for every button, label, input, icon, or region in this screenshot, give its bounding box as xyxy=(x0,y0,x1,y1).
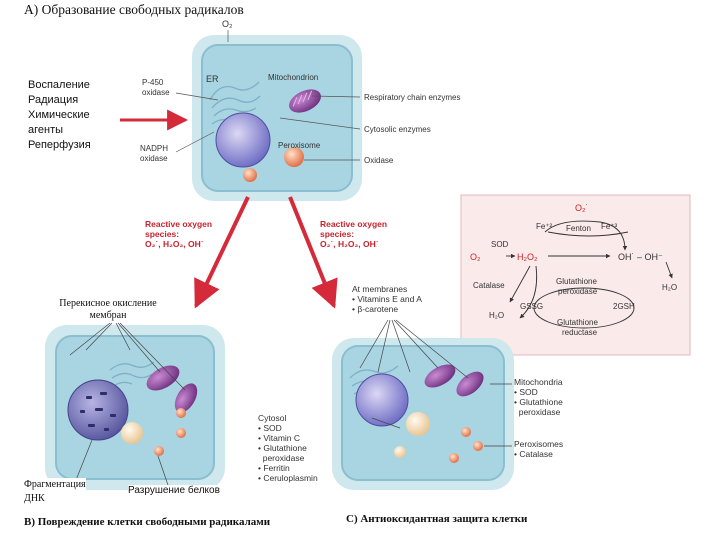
protected-mito-1 xyxy=(424,364,456,388)
ros-arrow-left xyxy=(194,196,250,309)
perox-item: • Catalase xyxy=(514,449,553,459)
rx-o2-radical: O₂˙ xyxy=(575,203,589,213)
mito-item: • Glutathione xyxy=(514,397,563,407)
cytosol-item: • Vitamin C xyxy=(258,433,301,443)
cytosol-item: • Ferritin xyxy=(258,463,290,473)
dna-line-1: Фрагментация xyxy=(24,479,86,490)
rx-catalase: Catalase xyxy=(473,281,505,290)
rx-h2o-left: H₂O xyxy=(489,311,505,320)
label-mitochondrion: Mitochondrion xyxy=(268,73,319,82)
top-cell xyxy=(201,44,353,192)
ros-arrow-right xyxy=(288,196,338,309)
membranes-carotene: • β-carotene xyxy=(352,304,399,314)
damaged-vesicle-1 xyxy=(121,422,143,444)
damaged-vesicle-4 xyxy=(154,446,164,456)
rx-oh: OH˙ – OH⁻ xyxy=(618,252,663,262)
heading-c: С) Антиоксидантная защита клетки xyxy=(346,513,528,525)
label-oxidase: Oxidase xyxy=(364,156,394,165)
label-er: ER xyxy=(206,74,219,84)
ros-right-species: O₂˙, H₂O₂, OH˙ xyxy=(320,239,379,249)
damaged-vesicle-2 xyxy=(176,408,186,418)
label-dna-fragmentation: Фрагментация ДНК xyxy=(24,478,86,506)
protected-mito-2 xyxy=(456,371,484,397)
label-at-membranes: At membranes • Vitamins E and A • β-caro… xyxy=(352,284,422,314)
ros-right-species-label: species: xyxy=(320,229,355,239)
rx-sod: SOD xyxy=(491,240,509,249)
mito-item: peroxidase xyxy=(514,407,561,417)
cause-reperfusion: Реперфузия xyxy=(28,139,91,151)
label-p450: P-450 xyxy=(142,78,164,87)
cause-inflammation: Воспаление xyxy=(28,79,90,91)
dna-line-2: ДНК xyxy=(24,493,45,504)
protected-vesicle-4 xyxy=(473,441,483,451)
rx-fe2: Fe⁺² xyxy=(536,222,553,231)
lipid-line-2: мембран xyxy=(89,310,127,321)
label-mitochondria: Mitochondria • SOD • Glutathione peroxid… xyxy=(514,377,563,417)
protect-callouts xyxy=(359,319,512,447)
ros-left-species-label: species: xyxy=(145,229,180,239)
protected-nucleus xyxy=(355,373,409,427)
causes-list: Воспаление Радиация Химические агенты Ре… xyxy=(24,74,120,178)
mito-item: • SOD xyxy=(514,387,538,397)
damaged-mito-2 xyxy=(174,383,198,413)
label-p450-oxidase: oxidase xyxy=(142,88,170,97)
heading-b: В) Повреждение клетки свободными радикал… xyxy=(24,516,271,528)
ros-left-label: Reactive oxygen species: O₂˙, H₂O₂, OH˙ xyxy=(145,219,212,249)
damaged-vesicle-3 xyxy=(176,428,186,438)
label-cytosolic-enzymes: Cytosolic enzymes xyxy=(364,125,431,134)
lipid-line-1: Перекисное окисление xyxy=(59,298,157,309)
label-lipid-peroxidation: Перекисное окисление мембран xyxy=(44,298,172,322)
cytosol-item: • SOD xyxy=(258,423,282,433)
top-nucleus xyxy=(215,112,271,168)
mito-title: Mitochondria xyxy=(514,377,563,387)
cause-agents: агенты xyxy=(28,124,64,136)
membranes-title: At membranes xyxy=(352,284,408,294)
cytosol-item: peroxidase xyxy=(258,453,305,463)
rx-o2: O₂ xyxy=(470,252,481,262)
cytosol-item: • Ceruloplasmin xyxy=(258,473,318,483)
ros-right-title: Reactive oxygen xyxy=(320,219,388,229)
top-vesicle xyxy=(243,168,257,182)
cause-chemical: Химические xyxy=(28,109,90,121)
membranes-vitamins: • Vitamins E and A xyxy=(352,294,422,304)
cytosol-title: Cytosol xyxy=(258,413,287,423)
top-peroxisome xyxy=(284,147,304,167)
rx-gssg: GSSG xyxy=(520,302,544,311)
rx-fe3: Fe⁺³ xyxy=(601,222,618,231)
label-nadph-oxidase: oxidase xyxy=(140,154,168,163)
rx-h2o-right: H₂O xyxy=(662,283,678,292)
label-respiratory-chain: Respiratory chain enzymes xyxy=(364,93,461,102)
rx-gr-2: reductase xyxy=(562,328,598,337)
cause-radiation: Радиация xyxy=(28,94,79,106)
damaged-mito-1 xyxy=(146,365,180,391)
label-cytosol: Cytosol • SOD • Vitamin C • Glutathione … xyxy=(258,413,318,483)
ros-right-label: Reactive oxygen species: O₂˙, H₂O₂, OH˙ xyxy=(320,219,387,249)
label-protein-degradation: Разрушение белков xyxy=(128,485,220,496)
protected-vesicle-2 xyxy=(394,446,406,458)
ros-left-title: Reactive oxygen xyxy=(145,219,213,229)
dna-fragments xyxy=(80,392,116,431)
perox-title: Peroxisomes xyxy=(514,439,564,449)
cytosol-item: • Glutathione xyxy=(258,443,307,453)
label-peroxisome: Peroxisome xyxy=(278,141,321,150)
label-peroxisomes: Peroxisomes • Catalase xyxy=(514,439,563,459)
rx-h2o2: H₂O₂ xyxy=(517,252,538,262)
rx-gpx-2: peroxidase xyxy=(558,287,598,296)
rx-gr-1: Glutathione xyxy=(557,318,598,327)
protected-vesicle-5 xyxy=(449,453,459,463)
rx-2gsh: 2GSH xyxy=(613,302,635,311)
rx-fenton: Fenton xyxy=(566,224,591,233)
label-nadph: NADPH xyxy=(140,144,169,153)
heading-a: А) Образование свободных радикалов xyxy=(24,2,244,17)
rx-gpx-1: Glutathione xyxy=(556,277,597,286)
damage-callouts xyxy=(69,322,186,486)
top-mitochondrion xyxy=(289,89,321,113)
label-o2: O₂ xyxy=(222,19,233,29)
ros-left-species: O₂˙, H₂O₂, OH˙ xyxy=(145,239,204,249)
protected-vesicle-3 xyxy=(461,427,471,437)
protected-vesicle-1 xyxy=(406,412,430,436)
